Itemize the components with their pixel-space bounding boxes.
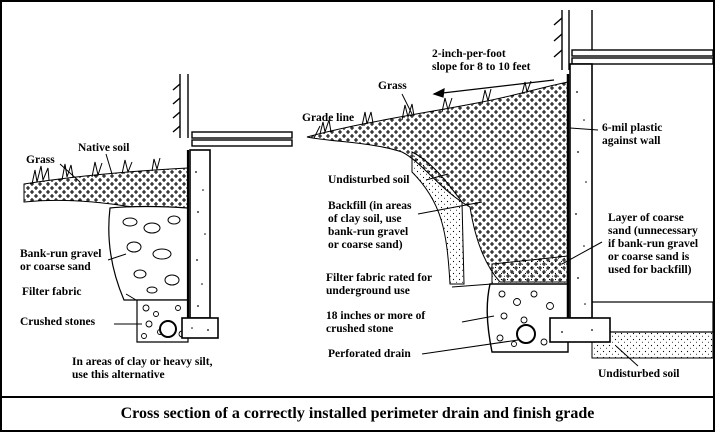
left-grass <box>31 157 161 185</box>
left-label-filter-fabric: Filter fabric <box>22 286 82 298</box>
left-label-gravel: Bank-run gravel or coarse sand <box>20 248 102 273</box>
right-grass <box>319 80 532 135</box>
slope-arrow <box>432 79 555 98</box>
right-label-plastic: 6-mil plastic against wall <box>602 122 663 147</box>
right-cross-section <box>306 10 713 367</box>
right-label-slope: 2-inch-per-foot slope for 8 to 10 feet <box>432 48 531 73</box>
right-undisturbed-soil-upper <box>411 151 465 285</box>
right-backfill <box>306 81 569 283</box>
right-label-grass: Grass <box>378 80 407 92</box>
left-perforated-drain <box>159 320 177 338</box>
left-label-native-soil: Native soil <box>78 142 130 154</box>
left-cross-section <box>23 74 293 343</box>
left-label-grass: Grass <box>26 154 55 166</box>
right-label-undisturbed-soil-bottom: Undisturbed soil <box>598 368 680 380</box>
left-label-crushed-stones: Crushed stones <box>20 316 96 328</box>
right-label-backfill: Backfill (in areas of clay soil, use ban… <box>328 200 412 251</box>
right-label-undisturbed-soil-top: Undisturbed soil <box>328 174 410 186</box>
diagram-artwork <box>23 10 713 367</box>
caption-bar: Cross section of a correctly installed p… <box>2 396 713 430</box>
left-label-note: In areas of clay or heavy silt, use this… <box>72 356 213 381</box>
right-house-siding <box>553 10 713 70</box>
right-label-drain: Perforated drain <box>328 348 411 360</box>
left-house-siding <box>172 74 293 147</box>
left-gravel-pocket <box>108 205 189 301</box>
right-crushed-stone <box>486 283 569 353</box>
right-perforated-drain <box>516 324 536 344</box>
right-label-coarse-sand: Layer of coarse sand (unnecessary if ban… <box>608 212 699 276</box>
left-foundation <box>181 149 219 339</box>
right-label-filter-fabric: Filter fabric rated for underground use <box>326 272 433 297</box>
right-label-grade-line: Grade line <box>302 112 355 124</box>
figure-caption: Cross section of a correctly installed p… <box>120 405 595 422</box>
right-label-crushed-stone: 18 inches or more of crushed stone <box>326 310 426 335</box>
right-foundation <box>549 63 611 343</box>
